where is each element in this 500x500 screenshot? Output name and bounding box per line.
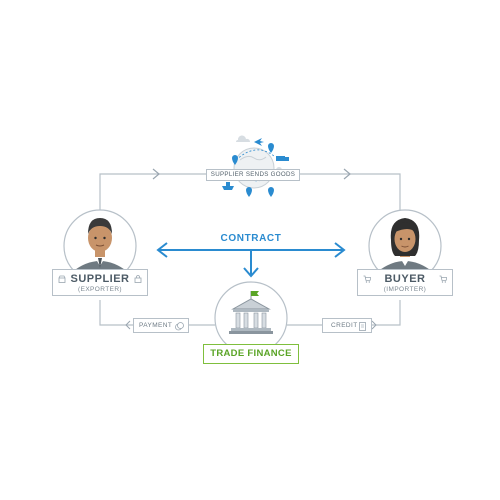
buyer-label-box: BUYER (IMPORTER) — [357, 269, 453, 296]
credit-arrow — [371, 320, 377, 330]
globe-goods-icon — [222, 135, 289, 197]
payment-arrow — [125, 320, 131, 330]
coins-icon — [175, 322, 184, 331]
contract-arrow-left — [156, 242, 168, 258]
shop-icon — [58, 275, 66, 283]
payment-label: PAYMENT — [139, 322, 173, 329]
supplier-sends-goods-label: SUPPLIER SENDS GOODS — [206, 169, 300, 181]
goods-arrow-right — [343, 168, 351, 180]
contract-arrow-right — [334, 242, 346, 258]
supplier-title: SUPPLIER — [70, 273, 130, 285]
credit-tag: CREDIT — [322, 318, 372, 333]
buyer-avatar — [368, 209, 442, 283]
goods-arrow-left — [152, 168, 160, 180]
buyer-title: BUYER — [384, 273, 426, 285]
bank-icon — [214, 281, 288, 355]
buyer-subtitle: (IMPORTER) — [383, 286, 427, 293]
cart-icon — [363, 275, 371, 283]
cart-icon-right — [439, 275, 447, 283]
trade-finance-label: TRADE FINANCE — [203, 344, 299, 364]
supplier-avatar — [63, 209, 137, 283]
document-icon — [359, 322, 366, 331]
supplier-subtitle: (EXPORTER) — [78, 286, 122, 293]
payment-tag: PAYMENT — [133, 318, 189, 333]
supplier-label-box: SUPPLIER (EXPORTER) — [52, 269, 148, 296]
bag-icon — [134, 275, 142, 283]
contract-label: CONTRACT — [220, 233, 282, 244]
contract-arrow-down-head — [243, 267, 259, 278]
credit-label: CREDIT — [331, 322, 358, 329]
